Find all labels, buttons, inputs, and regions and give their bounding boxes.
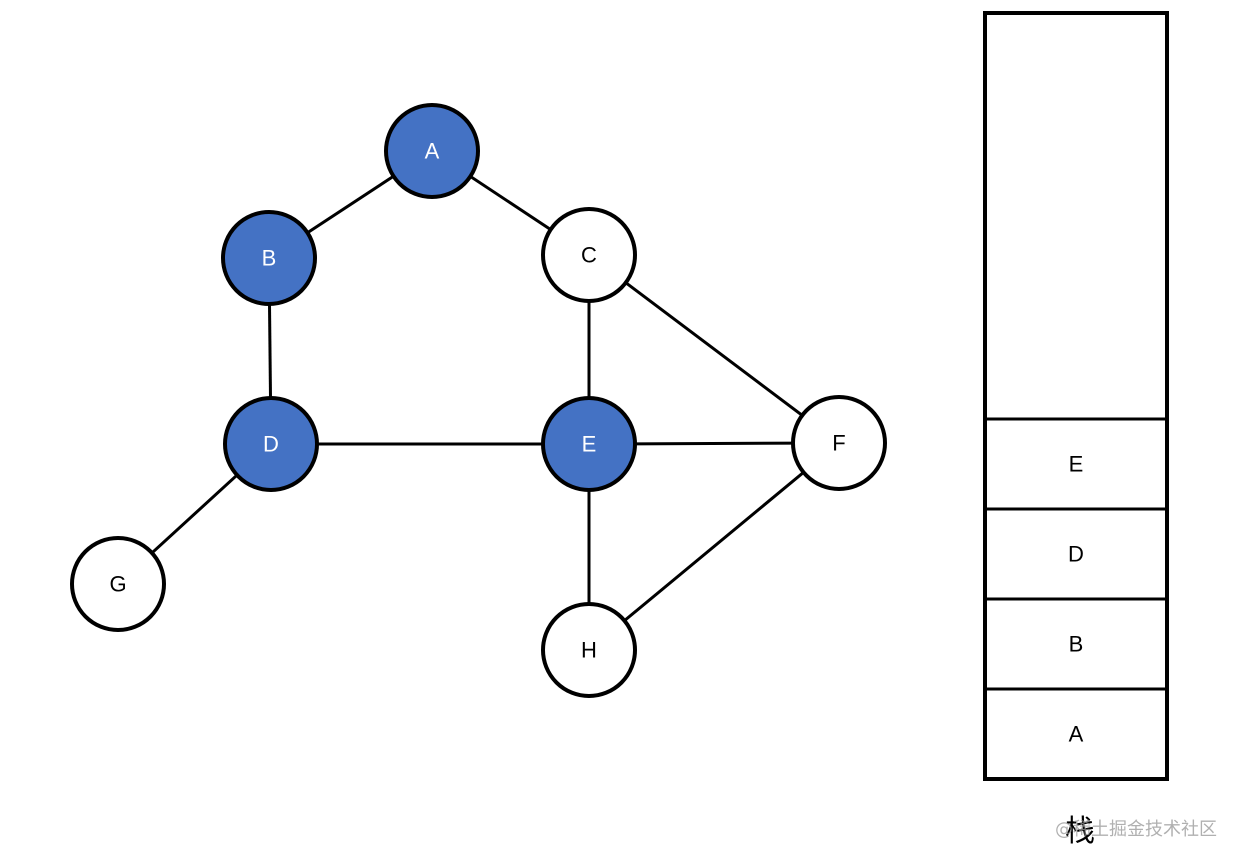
node-label-a: A	[425, 139, 440, 164]
node-c: C	[541, 207, 637, 303]
stack-cell-b: B	[985, 597, 1167, 657]
node-e: E	[541, 396, 637, 492]
node-circle-a	[384, 103, 480, 199]
stack-cell-a: A	[985, 687, 1167, 747]
stack-cell-label-b: B	[1069, 632, 1084, 657]
edge-c-f	[588, 253, 840, 445]
node-g: G	[70, 536, 166, 632]
stack: E D B A	[983, 11, 1169, 781]
node-label-e: E	[582, 432, 597, 457]
stack-cell-d: D	[985, 507, 1167, 567]
node-label-f: F	[832, 431, 845, 456]
node-label-c: C	[581, 243, 597, 268]
node-label-b: B	[262, 246, 277, 271]
node-circle-h	[541, 602, 637, 698]
edge-f-h	[588, 441, 840, 652]
watermark: @稀土掘金技术社区	[1055, 819, 1217, 840]
node-h: H	[541, 602, 637, 698]
node-label-h: H	[581, 638, 597, 663]
node-circle-b	[221, 210, 317, 306]
stack-caption: 栈	[1065, 814, 1095, 849]
graph-nodes: A B C D E F G H	[70, 103, 887, 698]
graph-edges	[116, 149, 840, 652]
stack-frame	[983, 11, 1169, 781]
node-f: F	[791, 395, 887, 491]
stack-cell-label-a: A	[1069, 722, 1084, 747]
stack-cell-label-d: D	[1068, 542, 1084, 567]
stack-cells: E D B A	[985, 417, 1167, 747]
node-circle-c	[541, 207, 637, 303]
node-circle-e	[541, 396, 637, 492]
node-circle-f	[791, 395, 887, 491]
node-b: B	[221, 210, 317, 306]
node-circle-g	[70, 536, 166, 632]
stack-cell-label-e: E	[1069, 452, 1084, 477]
node-circle-d	[223, 396, 319, 492]
node-label-g: G	[109, 572, 126, 597]
stack-cell-e: E	[985, 417, 1167, 477]
node-d: D	[223, 396, 319, 492]
node-a: A	[384, 103, 480, 199]
node-label-d: D	[263, 432, 279, 457]
